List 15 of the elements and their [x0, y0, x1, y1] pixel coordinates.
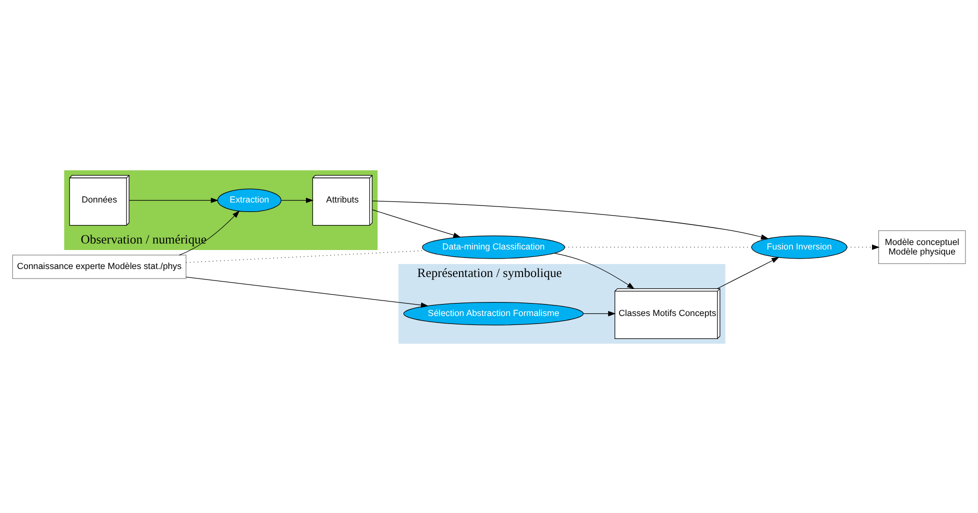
node-box: Modèle conceptuel Modèle physique: [878, 230, 966, 264]
arrow: [186, 276, 429, 308]
arrow: [554, 252, 635, 289]
node-ellipse: Extraction: [217, 188, 282, 212]
node-ellipse: Data-mining Classification: [422, 234, 565, 258]
arrow: [372, 200, 769, 240]
arrow: [372, 208, 461, 238]
node-box: Connaissance experte Modèles stat./phys: [12, 254, 186, 278]
arrow: [582, 310, 616, 316]
arrow: [846, 244, 880, 250]
arrow: [716, 256, 780, 288]
arrow: [280, 197, 314, 202]
connector: [564, 246, 752, 247]
arrow: [178, 210, 240, 255]
arrow: [128, 197, 218, 202]
